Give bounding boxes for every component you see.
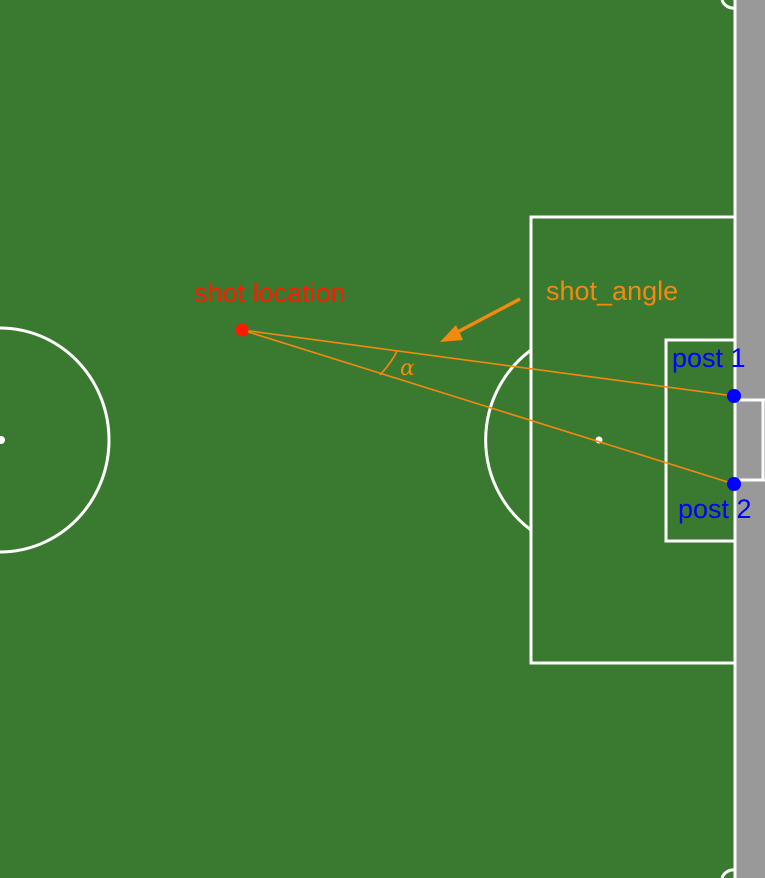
post-1-label: post 1 <box>672 343 746 373</box>
center-circle <box>0 326 111 554</box>
penalty-arc <box>484 348 532 532</box>
out-of-bounds-area <box>735 0 765 878</box>
center-spot <box>0 436 5 444</box>
goal-area <box>664 338 735 543</box>
corner-arc-top <box>720 0 736 10</box>
penalty-area <box>529 215 735 665</box>
post-2-label: post 2 <box>678 494 752 524</box>
post-1-dot <box>727 389 741 403</box>
corner-arc-bottom <box>720 868 736 878</box>
angle-symbol: α <box>400 356 415 381</box>
line-to-post-2 <box>241 329 735 485</box>
angle-arc <box>379 350 398 376</box>
shot-angle-arrow <box>440 297 521 342</box>
post-2-dot <box>727 477 741 491</box>
shot-location-label: shot location <box>194 278 346 308</box>
line-to-post-1 <box>241 329 735 397</box>
goal-net <box>735 398 765 482</box>
shot-angle-label: shot_angle <box>546 276 678 306</box>
shot-location-dot <box>235 323 249 337</box>
